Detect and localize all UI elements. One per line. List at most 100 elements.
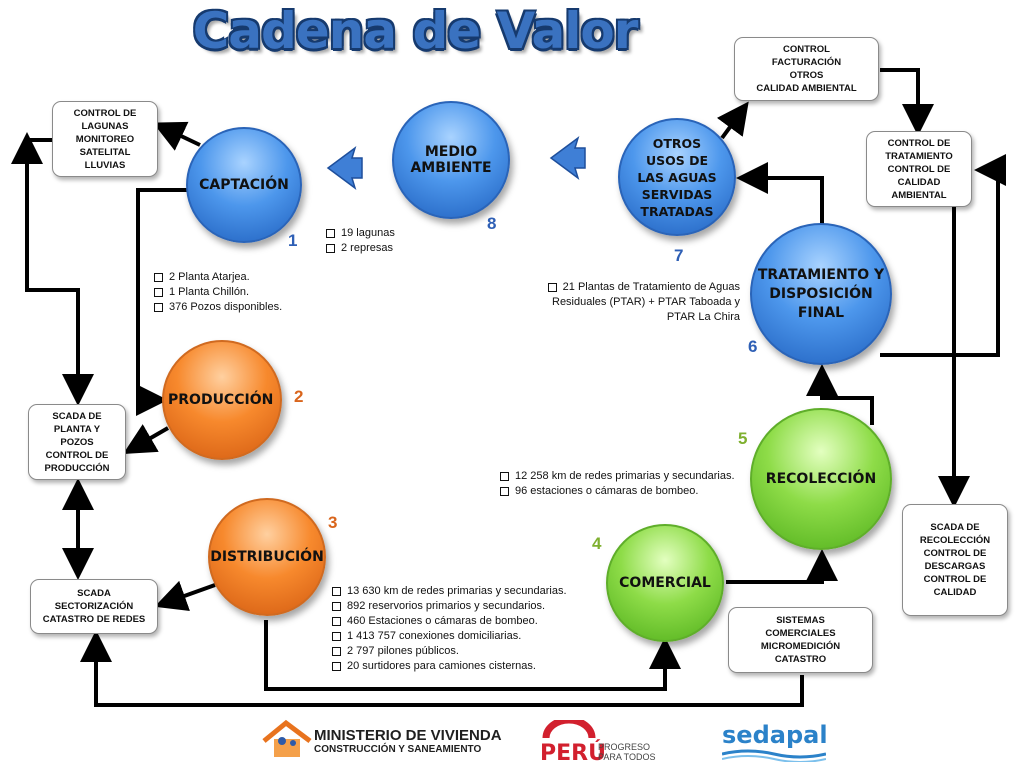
- box-line: FACTURACIÓN: [771, 57, 842, 68]
- arrow-distribucion-comercial: [264, 620, 681, 691]
- node-captacion: CAPTACIÓN: [186, 127, 302, 243]
- box-line: DESCARGAS: [924, 561, 986, 572]
- checkbox-bullet-icon: [326, 244, 335, 253]
- node-label-line: AMBIENTE: [410, 160, 492, 176]
- list-item: 19 lagunas: [326, 226, 395, 241]
- box-line: CALIDAD: [933, 587, 977, 598]
- peru-tag1: PROGRESO: [598, 742, 651, 752]
- checkbox-bullet-icon: [332, 632, 341, 641]
- box-line: CONTROL DE: [73, 107, 137, 119]
- node-comercial: COMERCIAL: [606, 524, 724, 642]
- list-item-text: 21 Plantas de Tratamiento de Aguas: [562, 281, 740, 293]
- node-label: TRATAMIENTO Y DISPOSICIÓN FINAL: [758, 266, 884, 323]
- list-item: 1 413 757 conexiones domiciliarias.: [332, 629, 567, 644]
- checkbox-bullet-icon: [332, 647, 341, 656]
- arrow-produccion-scada-planta: [123, 424, 170, 455]
- node-label-line: FINAL: [797, 304, 845, 321]
- flow-arrows-blue: [326, 136, 586, 190]
- node-number-8: 8: [487, 214, 497, 233]
- node-label-line: TRATAMIENTO Y: [757, 266, 885, 283]
- checkbox-bullet-icon: [332, 617, 341, 626]
- list-item: Residuales (PTAR) + PTAR Taboada y: [536, 295, 740, 310]
- box-line: SCADA DE: [930, 522, 980, 533]
- list-item-text: 13 630 km de redes primarias y secundari…: [347, 585, 567, 597]
- list-item-text: 12 258 km de redes primarias y secundari…: [515, 470, 735, 482]
- box-line: SCADA: [77, 588, 111, 599]
- box-line: POZOS: [60, 436, 94, 448]
- house-icon: [262, 719, 312, 757]
- box-line: SISTEMAS: [776, 615, 825, 626]
- checkbox-bullet-icon: [332, 662, 341, 671]
- list-item: 1 Planta Chillón.: [154, 285, 282, 300]
- checkbox-bullet-icon: [326, 229, 335, 238]
- checkbox-bullet-icon: [500, 487, 509, 496]
- box-line: PRODUCCIÓN: [44, 462, 110, 474]
- box-line: OTROS: [789, 70, 824, 81]
- list-item-text: 2 Planta Atarjea.: [169, 271, 250, 283]
- page-title: Cadena de Valor: [192, 2, 639, 60]
- list-item-text: 1 413 757 conexiones domiciliarias.: [347, 630, 522, 642]
- node-label-line: LAS AGUAS: [637, 169, 717, 185]
- node-recoleccion: RECOLECCIÓN: [750, 408, 892, 550]
- arrow-captacion-produccion: [136, 188, 188, 416]
- box-line: CALIDAD: [897, 176, 941, 188]
- arrow-sistemas-sectorizacion: [80, 630, 804, 707]
- list-item-text: PTAR La Chira: [666, 311, 740, 323]
- box-line: CONTROL DE: [887, 137, 951, 149]
- box-line: CONTROL DE: [45, 449, 109, 461]
- node-label-line: OTROS: [652, 135, 702, 151]
- ministerio-logo: [262, 719, 312, 764]
- box-line: CONTROL DE: [887, 163, 951, 175]
- node-tratamiento: TRATAMIENTO Y DISPOSICIÓN FINAL: [750, 223, 892, 365]
- list-item: 2 represas: [326, 241, 395, 256]
- node-label-line: DISPOSICIÓN: [769, 285, 873, 302]
- blue-arrow-left-2: [549, 136, 586, 180]
- checkbox-bullet-icon: [154, 273, 163, 282]
- box-line: CONTROL DE: [923, 574, 987, 585]
- list-item-text: 460 Estaciones o cámaras de bombeo.: [347, 615, 538, 627]
- arrow-captacion-lagunas: [152, 121, 201, 151]
- box-line: LAGUNAS: [81, 120, 129, 132]
- sedapal-logo: sedapal: [721, 722, 828, 767]
- list-distribucion: 13 630 km de redes primarias y secundari…: [332, 584, 567, 674]
- list-item: 12 258 km de redes primarias y secundari…: [500, 469, 735, 484]
- checkbox-bullet-icon: [332, 587, 341, 596]
- list-captacion: 2 Planta Atarjea.1 Planta Chillón.376 Po…: [154, 270, 282, 315]
- peru-text: PERÚ: [540, 741, 606, 766]
- arrow-distribucion-sectorizacion: [154, 580, 216, 611]
- blue-arrow-left-1: [326, 146, 363, 190]
- list-item: 20 surtidores para camiones cisternas.: [332, 659, 567, 674]
- list-item-text: 20 surtidores para camiones cisternas.: [347, 660, 536, 672]
- box-line: CONTROL: [783, 44, 830, 55]
- ministerio-text: MINISTERIO DE VIVIENDA CONSTRUCCIÓN Y SA…: [314, 728, 502, 756]
- arrow-tratamiento-otros: [736, 162, 824, 225]
- checkbox-bullet-icon: [500, 472, 509, 481]
- checkbox-bullet-icon: [154, 288, 163, 297]
- list-item-text: 2 represas: [341, 242, 393, 254]
- node-label-line: USOS DE: [645, 152, 709, 168]
- box-control-facturacion: CONTROL FACTURACIÓN OTROS CALIDAD AMBIENTAL: [734, 37, 879, 101]
- node-label-line: MEDIO: [424, 144, 478, 160]
- box-line: RECOLECCIÓN: [919, 535, 991, 546]
- peru-tag2: PARA TODOS: [598, 752, 656, 762]
- box-line: SCADA DE: [52, 410, 102, 422]
- box-line: MICROMEDICIÓN: [760, 641, 841, 652]
- node-distribucion: DISTRIBUCIÓN: [208, 498, 326, 616]
- list-item: 460 Estaciones o cámaras de bombeo.: [332, 614, 567, 629]
- box-line: PLANTA Y: [53, 423, 101, 435]
- peru-arc-icon: [542, 716, 596, 739]
- node-number-3: 3: [328, 513, 338, 532]
- arrow-otros-facturacion: [716, 101, 749, 140]
- box-line: CALIDAD AMBIENTAL: [756, 83, 857, 94]
